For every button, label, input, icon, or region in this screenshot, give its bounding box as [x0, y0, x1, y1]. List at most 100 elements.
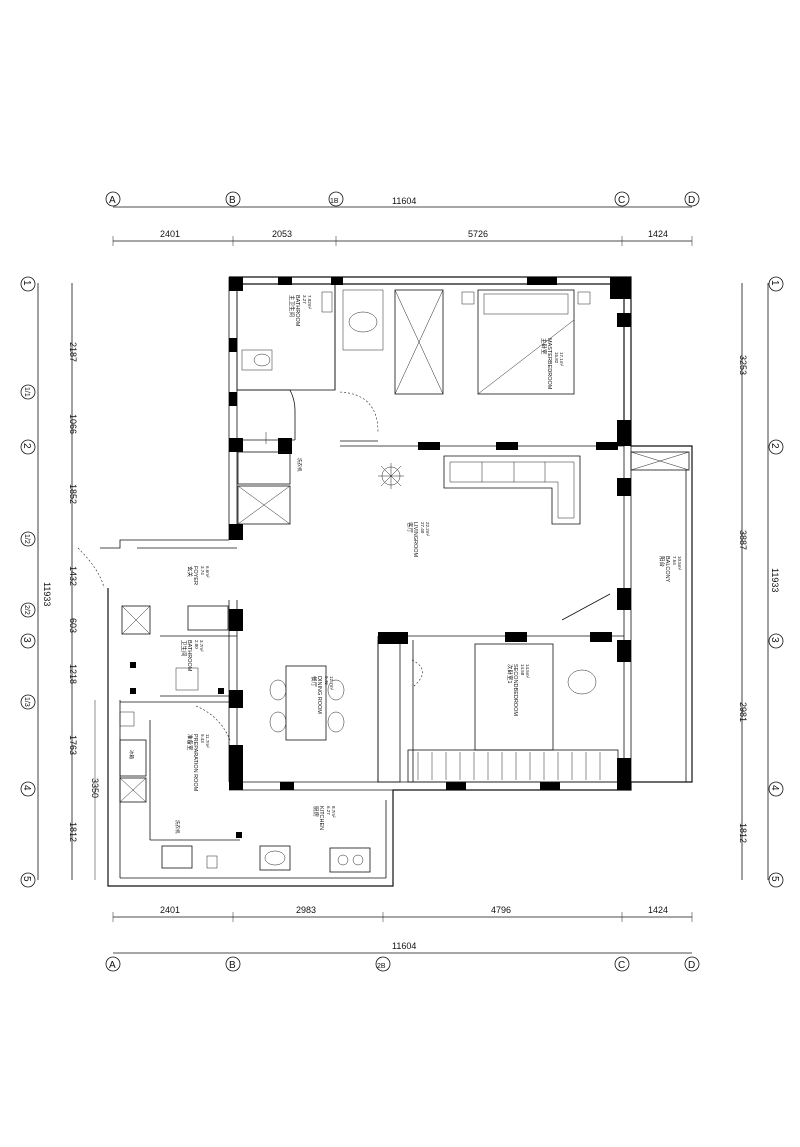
room-kitchen-area: 8.7m²: [331, 806, 336, 818]
room-prep-en: PREPARATION ROOM: [192, 734, 198, 792]
grid-markers-top: A B 1B C D: [105, 191, 700, 207]
grid-left-3: 3: [21, 637, 32, 643]
room-bed2-area: 14.5m²: [525, 664, 530, 679]
grid-left-2: 2: [21, 443, 32, 449]
dim-right-seg-2: 3887: [738, 530, 748, 550]
dim-left-seg-8: 1812: [68, 822, 78, 842]
room-bed2-en: SECONDBEDROOM: [512, 664, 518, 716]
room-master-bath-en: BATHROOM: [294, 295, 300, 327]
grid-markers-right: 1 2 3 4 5: [768, 276, 784, 888]
room-master-bath-area: 7.92m²: [307, 295, 312, 310]
grid-top-1b: 1B: [330, 198, 339, 205]
grid-right-5: 5: [769, 876, 780, 882]
room-foyer-h: 3.74: [200, 566, 205, 575]
top-dimensions: 11604 2401 2053 5726 1424: [112, 196, 693, 246]
room-master-bed-h: 15.82: [554, 352, 559, 364]
grid-top-d: D: [688, 195, 695, 206]
room-dining-en: DINING ROOM: [316, 676, 322, 714]
room-foyer-en: FOYER: [192, 566, 198, 585]
left-dimensions: 11933 2187 1066 1852 1432 603 1218 1763 …: [37, 283, 100, 880]
dim-top-seg-1: 2401: [160, 229, 180, 239]
room-living-en: LIVINGROOM: [412, 522, 418, 558]
grid-right-4: 4: [769, 785, 780, 791]
grid-top-b: B: [229, 195, 236, 206]
grid-markers-left: 1 1/1 2 1/2 2/2 3 1/3 4 5: [20, 276, 36, 888]
room-balcony-en: BALCONY: [664, 556, 670, 583]
label-washer: 洗衣机: [296, 458, 303, 472]
room-master-bath-cn: 主卫生间: [288, 295, 296, 317]
dim-bottom-seg-2: 2983: [296, 905, 316, 915]
dim-left-seg-1: 2187: [68, 342, 78, 362]
grid-bottom-b: B: [229, 960, 236, 971]
room-bed2-h: 14.58: [520, 664, 525, 676]
dim-bottom-total: 11604: [392, 941, 416, 951]
grid-right-2: 2: [769, 443, 780, 449]
dim-right-total: 11933: [770, 568, 780, 592]
room-prep-h: 9.43: [200, 734, 205, 743]
walls: [100, 276, 693, 887]
room-living-cn: 客厅: [406, 522, 414, 534]
room-living-area: 22.2m²: [425, 522, 430, 537]
doors: [77, 391, 423, 741]
dim-right-seg-1: 3253: [738, 355, 748, 375]
bottom-dimensions: 2401 2983 4796 1424 11604: [112, 905, 693, 954]
room-dining-cn: 餐厅: [310, 676, 318, 688]
label-fridge: 冰箱: [128, 750, 135, 759]
grid-top-a: A: [109, 195, 116, 206]
room-balcony-h: 7.54: [672, 556, 677, 565]
room-dining-area: 12.7m²: [329, 676, 334, 691]
furniture: [119, 289, 619, 873]
room-dining-h: 9.46: [324, 676, 329, 685]
room-balcony-cn: 阳台: [658, 556, 666, 568]
grid-bottom-a: A: [109, 960, 116, 971]
dim-left-seg-2: 1066: [68, 414, 78, 434]
dim-bottom-seg-4: 1424: [648, 905, 668, 915]
room-bath2-en: BATHROOM: [186, 640, 192, 672]
room-foyer-cn: 玄关: [186, 566, 194, 578]
dim-top-seg-4: 1424: [648, 229, 668, 239]
dim-right-seg-3: 2981: [738, 702, 748, 722]
room-bath2-cn: 卫生间: [180, 640, 188, 657]
room-master-bed-en: MASTERBEDROOM: [546, 338, 552, 390]
grid-right-3: 3: [769, 637, 780, 643]
room-foyer-area: 6.6m²: [205, 566, 210, 578]
room-kitchen-h: 6.27: [326, 806, 331, 815]
room-bed2-cn: 次卧室1: [506, 664, 514, 684]
dim-top-total: 11604: [392, 196, 416, 206]
dim-left-seg-7: 1763: [68, 735, 78, 755]
dim-bottom-seg-1: 2401: [160, 905, 180, 915]
dim-left-seg-6: 1218: [68, 664, 78, 684]
room-bath2-area: 3.7m²: [199, 640, 204, 652]
room-kitchen-en: KITCHEN: [318, 806, 324, 830]
grid-left-12: 1/2: [23, 534, 30, 544]
grid-bottom-c: C: [618, 960, 625, 971]
dim-right-seg-4: 1812: [738, 823, 748, 843]
grid-left-13: 1/3: [23, 697, 30, 707]
grid-bottom-2b: 2B: [377, 963, 386, 970]
room-bath2-h: 2.80: [194, 640, 199, 649]
grid-left-22: 2/2: [23, 605, 30, 615]
grid-markers-bottom: A B 2B C D: [105, 956, 700, 972]
room-kitchen-cn: 厨房: [312, 806, 320, 818]
dim-left-total: 11933: [42, 582, 52, 606]
room-living-h: 27.40: [420, 522, 425, 534]
grid-left-5: 5: [21, 876, 32, 882]
dim-left-seg-3: 1852: [68, 484, 78, 504]
dim-left-seg-5: 603: [68, 618, 78, 633]
grid-top-c: C: [618, 195, 625, 206]
room-prep-cn: 准备室: [186, 734, 194, 751]
grid-left-11: 1/1: [23, 387, 30, 397]
dim-left-seg-4: 1432: [68, 566, 78, 586]
plant-icon: [378, 463, 404, 489]
grid-bottom-d: D: [688, 960, 695, 971]
dim-top-seg-3: 5726: [468, 229, 488, 239]
dim-top-seg-2: 2053: [272, 229, 292, 239]
dim-left-inner: 3350: [90, 778, 100, 798]
label-washer2: 洗衣机: [174, 820, 181, 834]
room-labels: 主卫生间 BATHROOM 3.27 7.92m² 主卧室 MASTERBEDR…: [128, 295, 682, 834]
columns: [130, 277, 631, 838]
room-balcony-area: 10.5m²: [677, 556, 682, 571]
dim-bottom-seg-3: 4796: [491, 905, 511, 915]
room-master-bed-area: 17.1m²: [559, 352, 564, 367]
